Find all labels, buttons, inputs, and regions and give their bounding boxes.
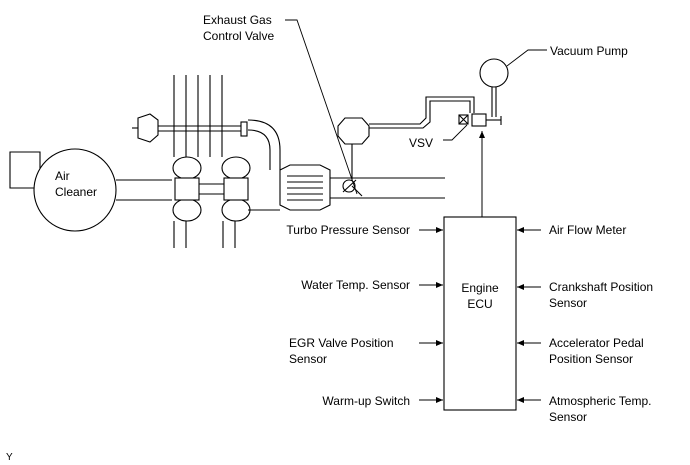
ecu-label-2: ECU xyxy=(467,297,492,311)
input-crankshaft-label-2: Sensor xyxy=(549,296,587,310)
input-accelerator-label-2: Position Sensor xyxy=(549,352,633,366)
exhaust-valve-label-2: Control Valve xyxy=(203,29,274,43)
exhaust-gas-control-valve xyxy=(337,117,370,197)
input-crankshaft-label-1: Crankshaft Position xyxy=(549,280,653,294)
intake-pipe xyxy=(116,179,172,201)
input-egr-position-label-1: EGR Valve Position xyxy=(289,336,394,350)
vsv-leader xyxy=(443,124,468,141)
vsv xyxy=(458,113,502,127)
vacuum-pump-leader xyxy=(506,49,547,67)
input-atmospheric-label-1: Atmospheric Temp. xyxy=(549,394,652,408)
manifold-pipes xyxy=(173,75,236,248)
turbocharger xyxy=(172,156,251,222)
input-warmup-switch-label: Warm-up Switch xyxy=(322,394,410,408)
vacuum-lines xyxy=(369,96,475,129)
exhaust-elbow xyxy=(247,119,281,211)
vsv-label: VSV xyxy=(409,136,433,150)
ecu-label-1: Engine xyxy=(461,281,499,295)
input-egr-position-label-2: Sensor xyxy=(289,352,327,366)
input-atmospheric-label-2: Sensor xyxy=(549,410,587,424)
exhaust-pipe xyxy=(330,177,445,199)
air-cleaner-label-1: Air xyxy=(55,169,70,183)
input-turbo-pressure-label: Turbo Pressure Sensor xyxy=(286,223,410,237)
engine-ecu-box xyxy=(443,216,517,411)
input-water-temp-label: Water Temp. Sensor xyxy=(301,278,410,292)
input-air-flow-label: Air Flow Meter xyxy=(549,223,626,237)
catalytic-converter xyxy=(279,164,331,211)
exhaust-valve-label-1: Exhaust Gas xyxy=(203,13,272,27)
input-accelerator-label-1: Accelerator Pedal xyxy=(549,336,644,350)
exhaust-valve-leader xyxy=(285,19,358,195)
corner-mark: Y xyxy=(6,452,13,463)
air-cleaner xyxy=(9,148,117,232)
air-cleaner-label-2: Cleaner xyxy=(55,185,97,199)
wastegate-actuator xyxy=(132,113,248,143)
vacuum-pump xyxy=(479,58,509,117)
vacuum-pump-label: Vacuum Pump xyxy=(550,44,628,58)
